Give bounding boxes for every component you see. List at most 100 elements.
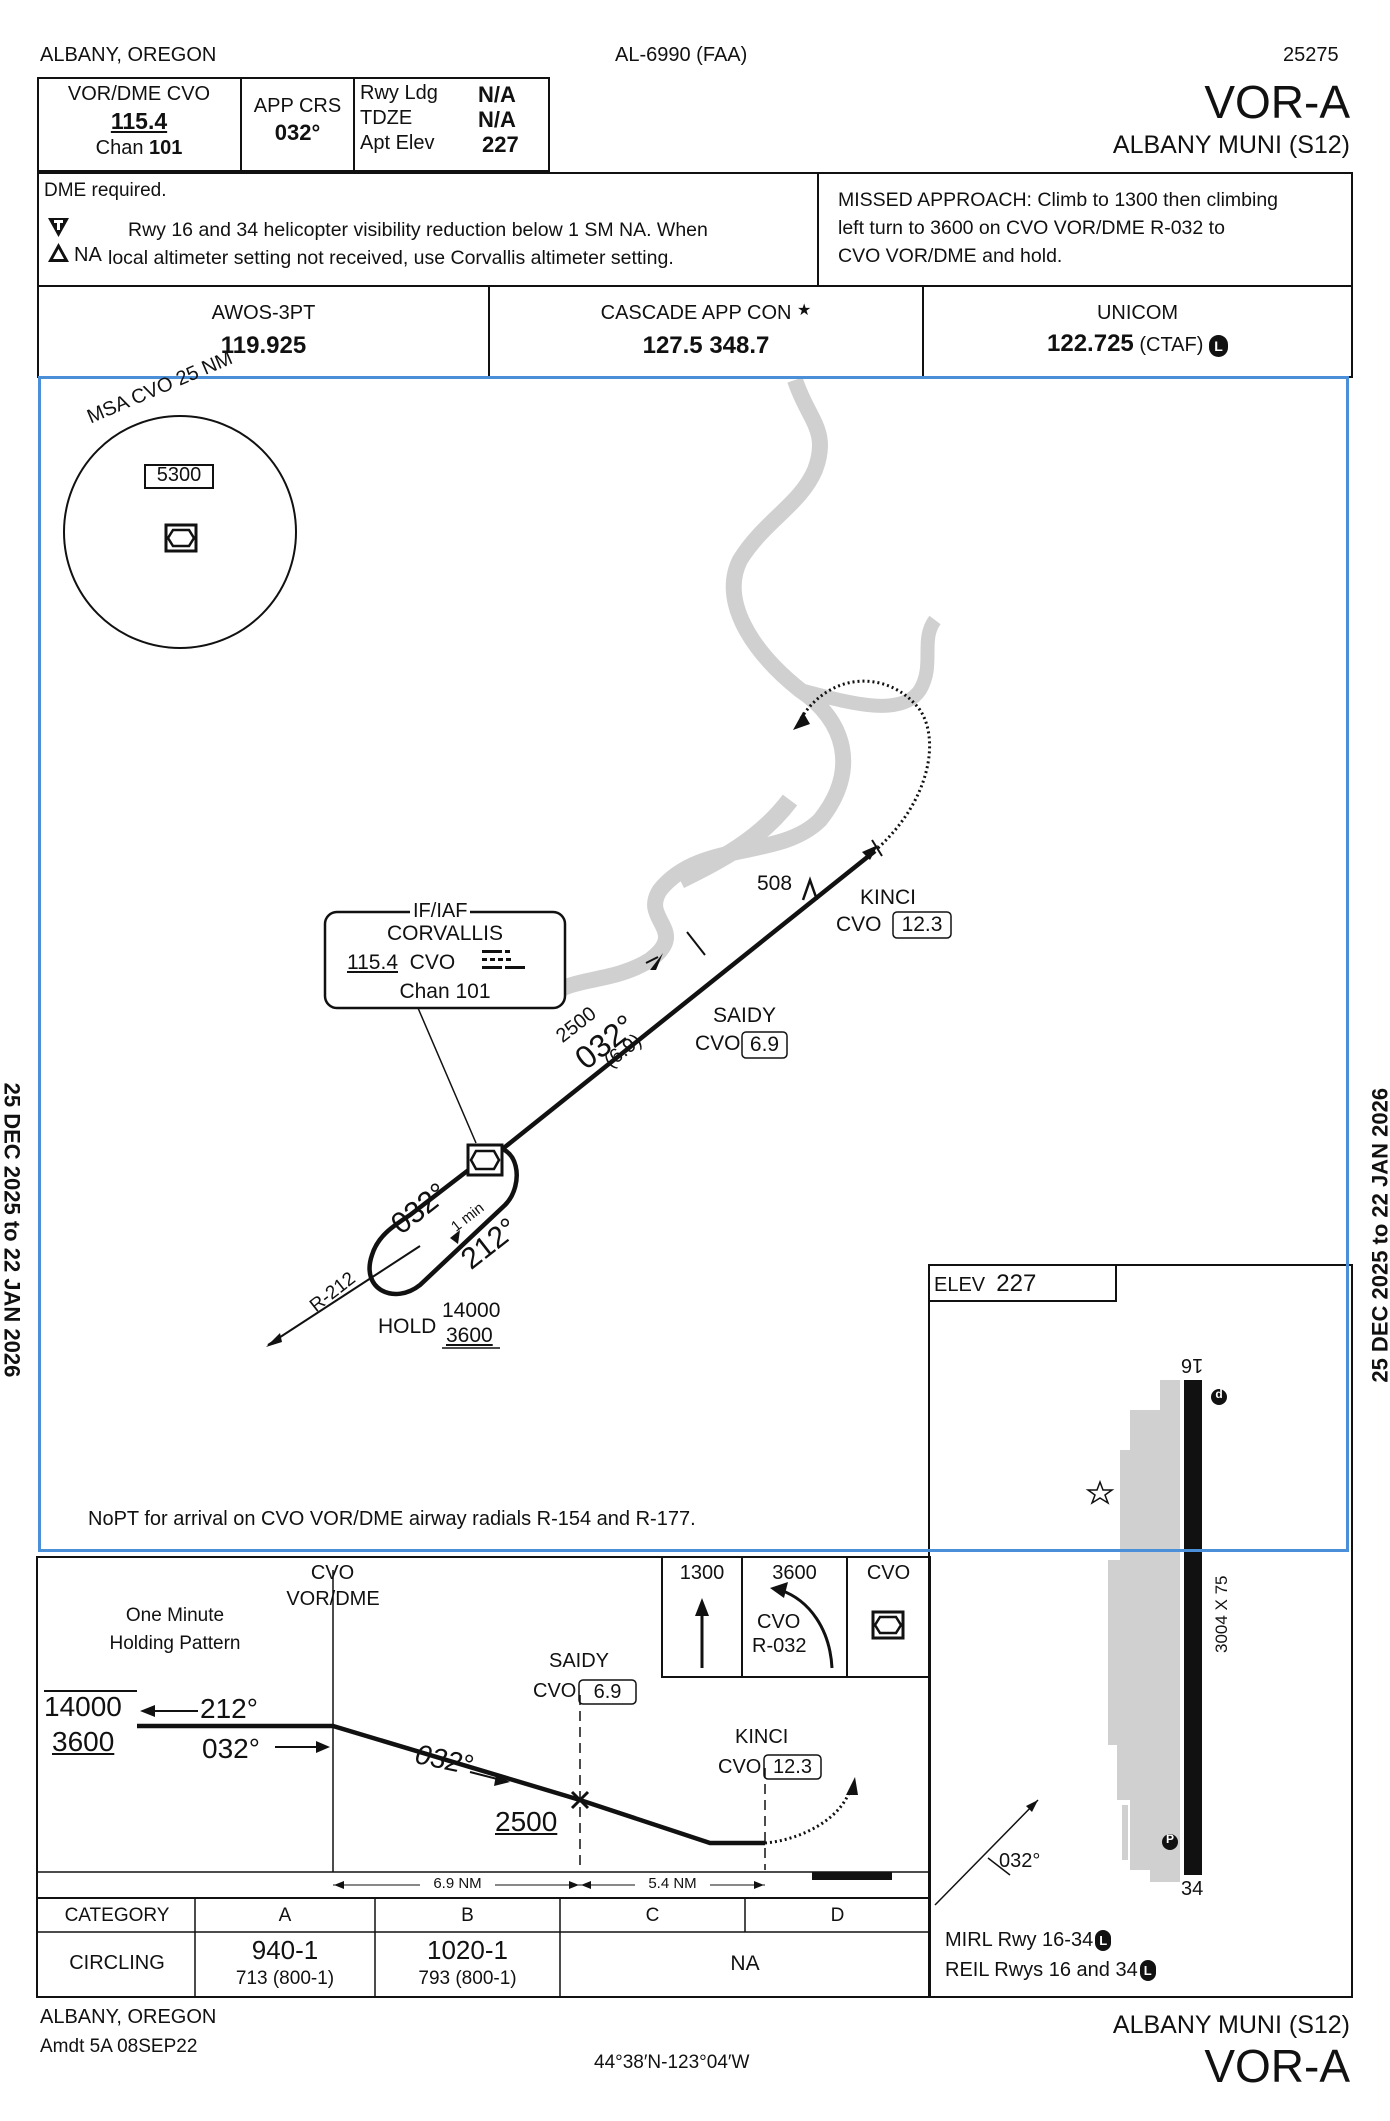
- category-label: CATEGORY: [64, 1905, 170, 1926]
- note-line-1: Rwy 16 and 34 helicopter visibility redu…: [128, 219, 708, 241]
- awos-label: AWOS-3PT: [211, 302, 316, 324]
- pin-top-label: d: [1215, 1387, 1223, 1401]
- runway-dimensions: 3004 X 75: [1212, 1575, 1231, 1653]
- footer-amendment: Amdt 5A 08SEP22: [40, 2036, 198, 2057]
- lighting-icon: L: [1095, 1930, 1112, 1952]
- segment-2-distance: 5.4 NM: [635, 1875, 710, 1893]
- profile-inbound-course: 032°: [202, 1733, 260, 1764]
- corvallis-vor-icon: [466, 1143, 504, 1177]
- missed-cvo: CVO: [757, 1611, 801, 1633]
- profile-saidy-cvo: CVO: [533, 1680, 577, 1702]
- pilot-controlled-lighting-icon: L: [1208, 334, 1228, 357]
- validity-left: 25 DEC 2025 to 22 JAN 2026: [0, 1082, 25, 1378]
- nopt-note: NoPT for arrival on CVO VOR/DME airway r…: [88, 1508, 696, 1530]
- missed-climb-altitude: 1300: [679, 1562, 725, 1584]
- circling-label: CIRCLING: [69, 1952, 165, 1974]
- saidy-distance: 6.9: [749, 1033, 780, 1056]
- one-minute-label: One Minute: [125, 1605, 225, 1626]
- footer-coordinates: 44°38′N-123°04′W: [594, 2052, 750, 2073]
- approach-control-frequency: 127.5 348.7: [642, 332, 770, 359]
- footer-procedure-title: VOR-A: [1204, 2040, 1350, 2092]
- missed-turn-altitude: 3600: [772, 1562, 817, 1584]
- profile-max-altitude: 14000: [44, 1691, 122, 1722]
- procedure-title: VOR-A: [1204, 76, 1350, 128]
- msa-altitude: 5300: [156, 464, 202, 486]
- profile-saidy: SAIDY: [549, 1650, 610, 1672]
- chart-id: AL-6990 (FAA): [615, 44, 748, 66]
- msa-circle: [63, 415, 297, 649]
- vor-name: CORVALLIS: [387, 922, 503, 945]
- hold-min-altitude: 3600: [446, 1324, 493, 1347]
- segment-1-distance: 6.9 NM: [420, 1875, 495, 1893]
- app-crs-value: 032°: [274, 120, 321, 145]
- apt-elev-value: 227: [482, 132, 519, 157]
- tdze-label: TDZE: [360, 107, 413, 129]
- hold-label: HOLD: [378, 1315, 437, 1338]
- awos-frequency: 119.925: [220, 332, 307, 359]
- airport-course: 032°: [999, 1850, 1041, 1872]
- runway-16-label: 16: [1181, 1354, 1204, 1376]
- missed-approach-icons: [661, 1556, 931, 1678]
- airport-name: ALBANY MUNI (S12): [1112, 131, 1350, 159]
- profile-fix-altitude: 2500: [495, 1806, 558, 1837]
- unicom-label: UNICOM: [1096, 302, 1179, 324]
- profile-kinci-dist: 12.3: [773, 1756, 812, 1778]
- star-icon: ★: [797, 302, 812, 319]
- lighting-icon: L: [1139, 1960, 1156, 1982]
- kinci-label: KINCI: [860, 886, 917, 909]
- na-label: NA: [74, 244, 102, 266]
- holding-pattern-label: Holding Pattern: [109, 1633, 241, 1654]
- rwy-ldg-label: Rwy Ldg: [360, 82, 438, 104]
- vor-channel: Chan 101: [399, 980, 491, 1003]
- profile-cvo: CVO: [310, 1562, 355, 1584]
- river: [539, 377, 852, 1007]
- unicom-frequency-line: 122.725 (CTAF) L: [924, 330, 1351, 358]
- nav-label: VOR/DME CVO: [67, 83, 211, 105]
- runway-34-label: 34: [1181, 1878, 1204, 1900]
- circling-a-main: 940-1: [251, 1935, 319, 1965]
- vor-freq-line: 115.4 CVO: [347, 951, 456, 974]
- category-b: B: [461, 1905, 474, 1926]
- circling-b-main: 1020-1: [427, 1935, 508, 1965]
- profile-min-altitude: 3600: [52, 1726, 115, 1757]
- morse-code-icon: [482, 950, 525, 969]
- kinci-cvo: CVO: [836, 913, 882, 936]
- nav-frequency: 115.4: [110, 108, 168, 134]
- circling-b-sub: 793 (800-1): [418, 1968, 517, 1989]
- rwy-ldg-value: N/A: [478, 82, 516, 107]
- missed-approach-line-3: CVO VOR/DME and hold.: [838, 245, 1063, 267]
- obstacle-height: 508: [757, 872, 793, 895]
- profile-outbound-course: 212°: [200, 1693, 258, 1724]
- briefing-strip: [37, 77, 550, 172]
- app-crs-label: APP CRS: [253, 95, 342, 117]
- apron: [1108, 1380, 1180, 1880]
- circling-cd: NA: [730, 1952, 760, 1975]
- tdze-value: N/A: [478, 107, 516, 132]
- runway-16-34: [1184, 1380, 1202, 1875]
- if-iaf-label: IF/IAF: [410, 900, 471, 923]
- non-standard-minimums-icon: [48, 218, 69, 262]
- missed-approach-line-1: MISSED APPROACH: Climb to 1300 then clim…: [838, 189, 1279, 211]
- hold-max-altitude: 14000: [442, 1299, 501, 1322]
- circling-a-sub: 713 (800-1): [235, 1968, 335, 1989]
- footer-airport: ALBANY MUNI (S12): [1112, 2011, 1350, 2039]
- saidy-cvo: CVO: [695, 1032, 741, 1055]
- header-location: ALBANY, OREGON: [40, 44, 217, 66]
- msa-vor-icon: [164, 523, 198, 553]
- elev-label: ELEV 227: [934, 1270, 1037, 1297]
- procedure-number: 25275: [1283, 44, 1339, 66]
- missed-approach-line-2: left turn to 3600 on CVO VOR/DME R-032 t…: [838, 217, 1225, 239]
- profile-vordme: VOR/DME: [286, 1588, 380, 1610]
- category-a: A: [278, 1905, 292, 1926]
- missed-radial: R-032: [752, 1635, 807, 1657]
- profile-saidy-dist: 6.9: [593, 1681, 622, 1703]
- missed-holding-fix: CVO: [866, 1562, 911, 1584]
- beacon-icon: [1085, 1479, 1115, 1505]
- validity-right: 25 DEC 2025 to 22 JAN 2026: [1367, 1087, 1390, 1383]
- saidy-label: SAIDY: [713, 1004, 777, 1027]
- kinci-distance: 12.3: [901, 913, 943, 936]
- category-d: D: [830, 1905, 845, 1926]
